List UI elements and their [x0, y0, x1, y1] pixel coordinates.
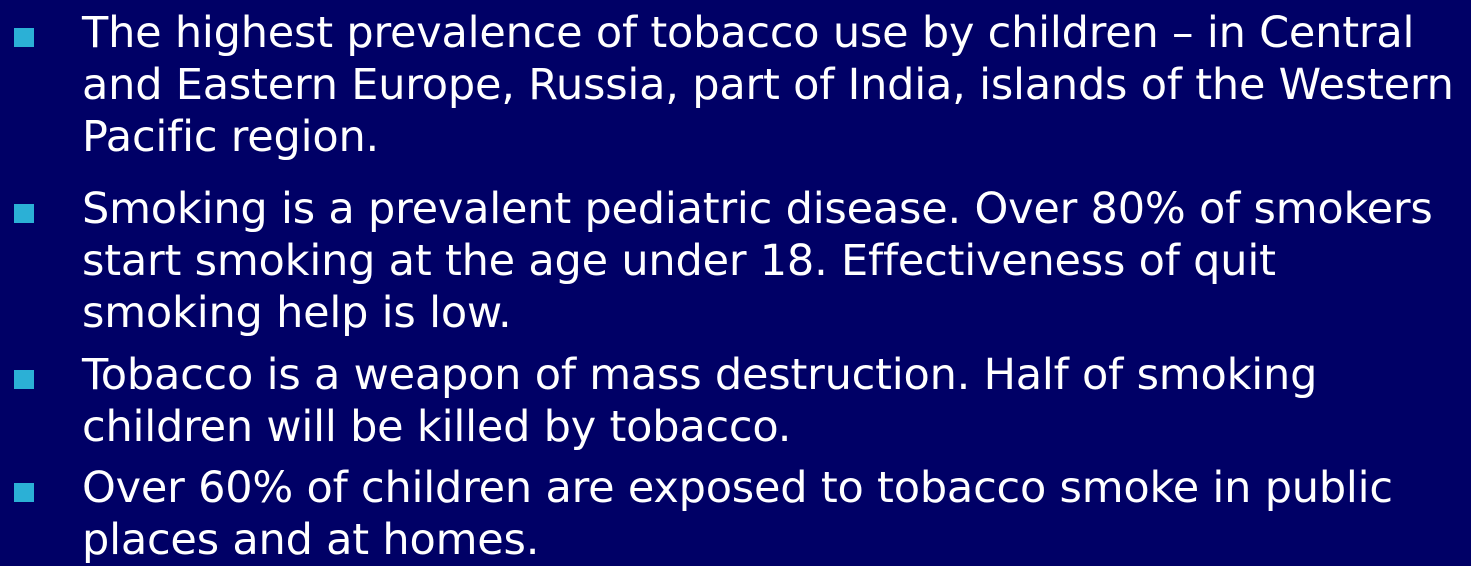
bullet-text: Tobacco is a weapon of mass destruction.…	[82, 350, 1318, 452]
square-bullet-icon	[14, 483, 34, 502]
bullet-text: Smoking is a prevalent pediatric disease…	[82, 184, 1433, 338]
bullet-text: Over 60% of children are exposed to toba…	[82, 463, 1393, 565]
square-bullet-icon	[14, 28, 34, 47]
bullet-text: The highest prevalence of tobacco use by…	[82, 8, 1454, 162]
square-bullet-icon	[14, 370, 34, 389]
square-bullet-icon	[14, 204, 34, 223]
